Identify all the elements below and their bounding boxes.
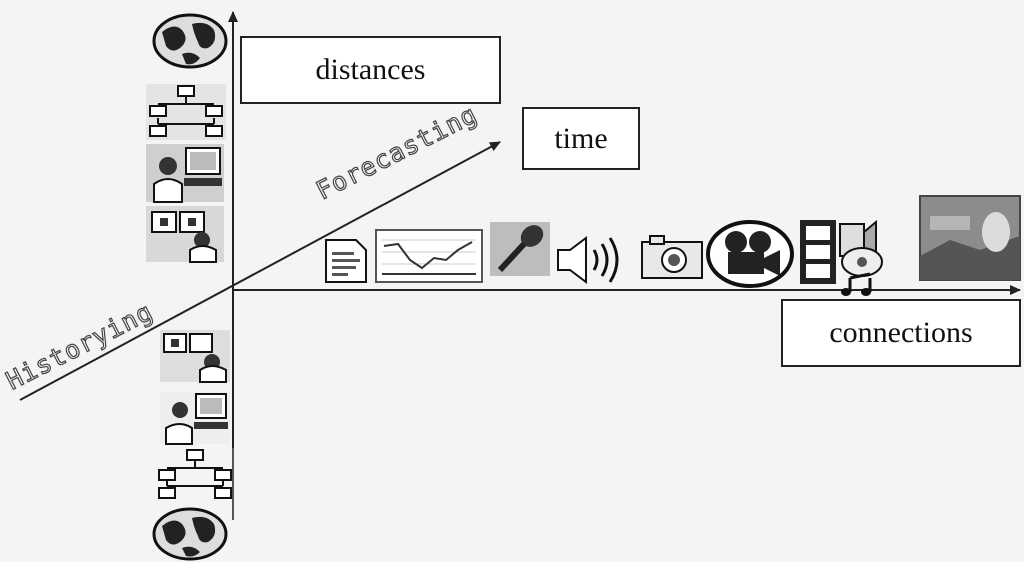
film-camera-icon: [706, 220, 794, 288]
videoconference-icon: [146, 206, 224, 263]
computer-user-icon: [146, 144, 224, 203]
computer-user-icon: [160, 392, 230, 445]
distances-box: distances: [240, 36, 501, 104]
globe-icon: [152, 507, 228, 561]
document-icon: [325, 239, 367, 283]
photo-icon: [919, 195, 1021, 281]
speaker-icon: [557, 236, 619, 284]
connections-box: connections: [781, 299, 1021, 367]
multimedia-icon: [800, 219, 883, 296]
connections-label: connections: [829, 316, 973, 349]
time-label: time: [554, 121, 608, 155]
distances-label: distances: [315, 53, 426, 86]
time-box: time: [522, 107, 640, 170]
camera-icon: [641, 235, 703, 279]
chart-icon: [375, 229, 483, 283]
microphone-icon: [490, 222, 550, 276]
network-icon: [158, 449, 232, 499]
network-icon: [146, 84, 226, 140]
videoconference-icon: [160, 330, 230, 383]
globe-icon: [152, 13, 228, 69]
time-axis: [19, 141, 501, 401]
